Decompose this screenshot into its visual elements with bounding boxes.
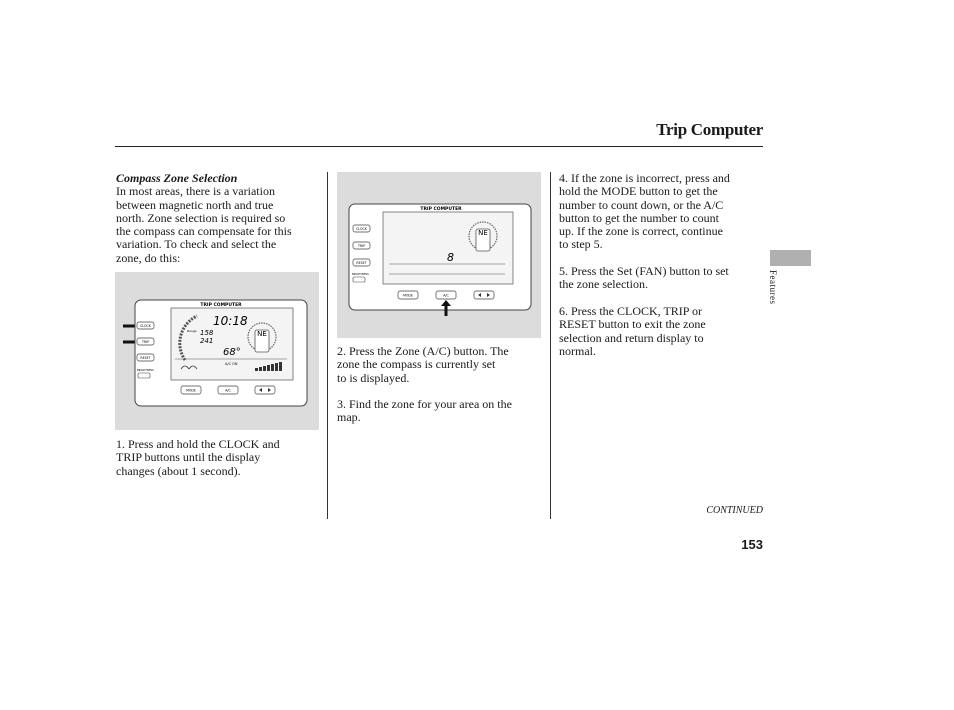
page-title: Trip Computer	[656, 120, 763, 139]
fan-level-bars	[255, 362, 282, 371]
temperature-readout: 68°	[223, 347, 241, 358]
figure-trip-computer-zone: TRIP COMPUTER CLOCK TRIP RESET BRIGHTNES…	[337, 172, 541, 338]
header-rule	[115, 146, 763, 147]
step-line: number to count down, or the A/C	[559, 197, 724, 212]
mode-button-label: MODE	[403, 294, 413, 298]
brightness-label: BRIGHTNESS	[352, 272, 369, 276]
ac-button-label: A/C	[225, 389, 231, 393]
step-3: 3. Find the zone for your area on the ma…	[337, 397, 558, 425]
step-line: selection and return display to	[559, 330, 704, 345]
step-4: 4. If the zone is incorrect, press and h…	[559, 171, 777, 252]
step-line: map.	[337, 410, 361, 425]
panel-title: TRIP COMPUTER	[200, 302, 242, 308]
column-divider-1	[327, 172, 328, 519]
step-line: to is displayed.	[337, 370, 410, 385]
zone-readout: 8	[447, 251, 454, 264]
trip-computer-diagram-1: TRIP COMPUTER CLOCK TRIP RESET BRIGHTNES…	[123, 299, 308, 407]
reset-button[interactable]	[352, 258, 371, 267]
range-readout: 158	[200, 329, 214, 337]
step-line: 5. Press the Set (FAN) button to set	[559, 264, 729, 278]
step-line: zone the compass is currently set	[337, 357, 496, 372]
clock-button-label: CLOCK	[140, 324, 152, 328]
reset-button-label: RESET	[356, 261, 366, 265]
ac-button[interactable]	[217, 385, 239, 395]
step-line: normal.	[559, 343, 596, 358]
section-subheading: Compass Zone Selection	[116, 171, 238, 185]
mode-button-label: MODE	[186, 389, 196, 393]
step-line: TRIP buttons until the display	[116, 450, 261, 465]
panel-title: TRIP COMPUTER	[420, 206, 462, 212]
step-2: 2. Press the Zone (A/C) button. The zone…	[337, 344, 558, 385]
reset-button-label: RESET	[140, 356, 150, 360]
page-number: 153	[741, 537, 763, 552]
intro-line: between magnetic north and true	[116, 197, 274, 212]
step-1: 1. Press and hold the CLOCK and TRIP but…	[116, 437, 334, 478]
fan-button[interactable]	[254, 385, 276, 395]
step-line: changes (about 1 second).	[116, 463, 241, 478]
step-line: 4. If the zone is incorrect, press and	[559, 171, 730, 185]
step-line: 2. Press the Zone (A/C) button. The	[337, 344, 509, 358]
ac-on-indicator: A/C ON	[225, 362, 238, 366]
step-line: RESET button to exit the zone	[559, 317, 706, 332]
trip-computer-diagram-2: TRIP COMPUTER CLOCK TRIP RESET BRIGHTNES…	[348, 203, 532, 316]
column-divider-2	[550, 172, 551, 519]
clock-button-label: CLOCK	[356, 227, 368, 231]
step-line: the zone selection.	[559, 277, 648, 292]
step-6: 6. Press the CLOCK, TRIP or RESET button…	[559, 304, 777, 358]
step-5: 5. Press the Set (FAN) button to set the…	[559, 264, 777, 292]
trip-button-label: TRIP	[357, 244, 365, 248]
brightness-label: BRIGHTNESS	[137, 368, 154, 372]
figure-trip-computer-normal: TRIP COMPUTER CLOCK TRIP RESET BRIGHTNES…	[115, 272, 319, 430]
brightness-switch[interactable]	[137, 372, 151, 379]
clock-readout: 10:18	[213, 314, 248, 328]
compass-heading: NE	[257, 330, 267, 338]
step-line: 3. Find the zone for your area on the	[337, 397, 512, 411]
trip-button-label: TRIP	[141, 340, 149, 344]
arrow-ac-icon	[441, 300, 451, 316]
display-screen	[382, 211, 514, 285]
intro-line: In most areas, there is a variation	[116, 184, 275, 199]
intro-line: north. Zone selection is required so	[116, 210, 286, 225]
section-tab	[770, 250, 811, 266]
continued-note: CONTINUED	[706, 505, 763, 516]
fan-button-arrows-icon	[259, 388, 271, 392]
ac-button[interactable]	[435, 290, 457, 300]
ac-button-label: A/C	[443, 294, 449, 298]
intro-line: zone, do this:	[116, 250, 181, 265]
compass-heading: NE	[478, 229, 488, 237]
clock-button[interactable]	[136, 321, 155, 330]
compass-icon: NE	[247, 322, 277, 353]
intro-line: variation. To check and select the	[116, 237, 277, 252]
trip-readout: 241	[200, 337, 213, 345]
mode-button[interactable]	[180, 385, 202, 395]
fan-button[interactable]	[473, 290, 495, 300]
section-tab-label: Features	[768, 270, 778, 305]
fan-button-arrows-icon	[478, 293, 490, 297]
step-line: up. If the zone is correct, continue	[559, 224, 723, 239]
range-label: Range	[187, 329, 197, 333]
brightness-switch[interactable]	[352, 276, 366, 283]
step-line: to step 5.	[559, 237, 603, 252]
left-column-text: Compass Zone Selection In most areas, th…	[116, 171, 321, 265]
fan-icon	[180, 365, 198, 370]
mode-button[interactable]	[397, 290, 419, 300]
gauge-arc	[178, 314, 198, 361]
step-line: button to get the number to count	[559, 210, 719, 225]
step-line: 1. Press and hold the CLOCK and	[116, 437, 280, 451]
trip-button[interactable]	[136, 337, 155, 346]
intro-line: the compass can compensate for this	[116, 224, 292, 239]
step-line: 6. Press the CLOCK, TRIP or	[559, 304, 703, 318]
reset-button[interactable]	[136, 353, 155, 362]
clock-button[interactable]	[352, 224, 371, 233]
step-line: hold the MODE button to get the	[559, 184, 718, 199]
trip-button[interactable]	[352, 241, 371, 250]
compass-icon: NE	[468, 221, 498, 252]
